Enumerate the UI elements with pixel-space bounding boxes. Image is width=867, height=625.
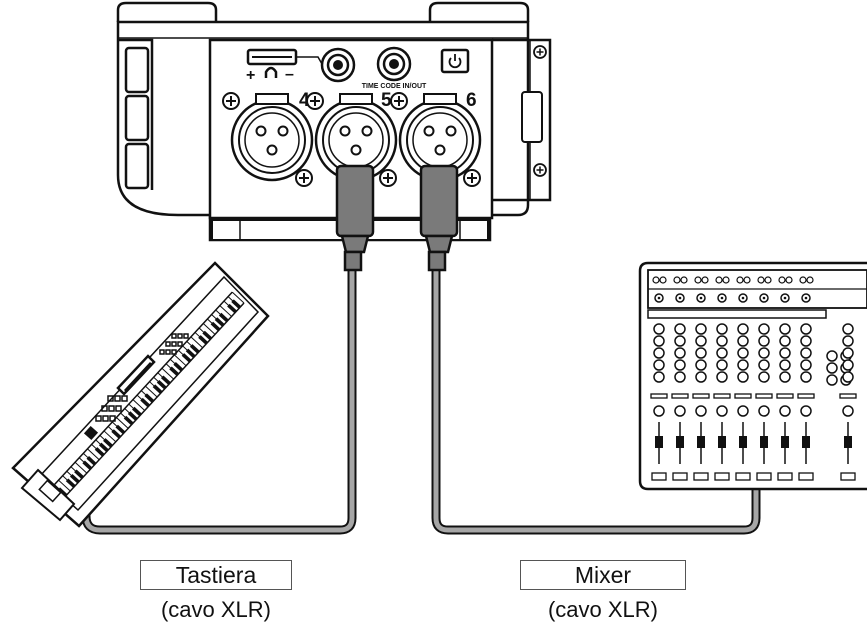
keyboard-label-box: Tastiera [140,560,292,590]
headphone-plus-label: + [246,67,255,84]
mixer-device [638,261,867,491]
side-connector [521,91,543,143]
mixer-label: Mixer [574,561,632,588]
input-number-4: 4 [299,90,310,111]
keyboard-display [116,354,156,396]
headphone-minus-label: – [285,66,294,83]
mixer-cable-label: (cavo XLR) [547,597,659,622]
xlr-plug-mixer [419,164,459,272]
keyboard-cable [81,268,357,535]
keyboard-label: Tastiera [175,561,257,588]
power-icon [448,54,462,69]
side-panel-button-1 [124,46,150,94]
xlr-input-4: 4 [222,90,314,187]
mixer-label-box: Mixer [520,560,686,590]
side-panel-button-3 [124,142,150,190]
power-button [440,48,470,74]
input-number-5: 5 [381,90,392,111]
xlr-input-5: 5 [306,90,398,187]
key-bed [49,291,245,502]
headphone-jack [320,47,356,83]
mixer-cable [431,268,761,535]
keyboard-buttons [95,333,189,422]
keyboard-device [11,261,270,528]
mixer-channel-strips [650,276,857,481]
xlr-plug-keyboard [335,164,375,272]
side-panel-button-2 [124,94,150,142]
timecode-jack [376,46,412,82]
xlr-input-6: 6 [390,90,482,187]
recorder-device: + – TIME CODE IN/OUT [116,1,552,242]
keyboard-cable-label: (cavo XLR) [160,597,272,622]
headphone-icon [264,66,278,78]
input-number-6: 6 [466,90,477,111]
timecode-label: TIME CODE IN/OUT [362,83,427,90]
headphone-volume-control: + – [246,48,323,84]
